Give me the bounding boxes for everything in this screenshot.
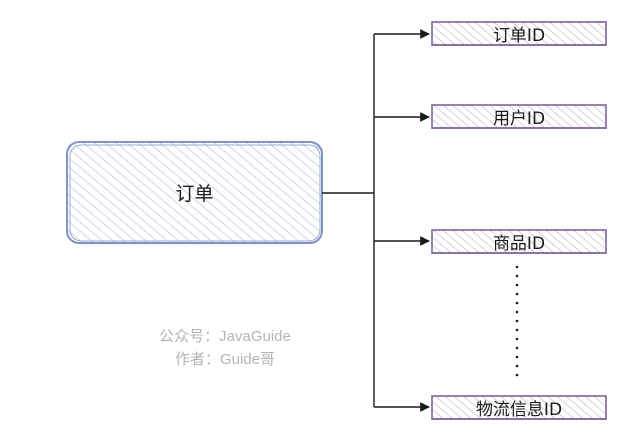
field-box-user-id xyxy=(431,104,607,129)
field-box-logistics-id xyxy=(431,395,607,420)
field-box-product-id xyxy=(431,229,607,254)
connector-lines xyxy=(322,29,430,412)
field-label-order-id: 订单ID xyxy=(492,26,546,46)
watermark-author: 作者：Guide哥 xyxy=(174,351,276,368)
ellipsis-dots xyxy=(515,265,519,377)
field-label-product-id: 商品ID xyxy=(492,234,546,254)
root-entity-sketch-outline xyxy=(69,144,321,242)
field-label-logistics-id: 物流信息ID xyxy=(475,400,563,420)
root-entity-label: 订单 xyxy=(175,183,214,205)
field-label-user-id: 用户ID xyxy=(492,109,546,129)
watermark-account: 公众号：JavaGuide xyxy=(159,328,291,345)
field-box-order-id xyxy=(431,21,607,46)
